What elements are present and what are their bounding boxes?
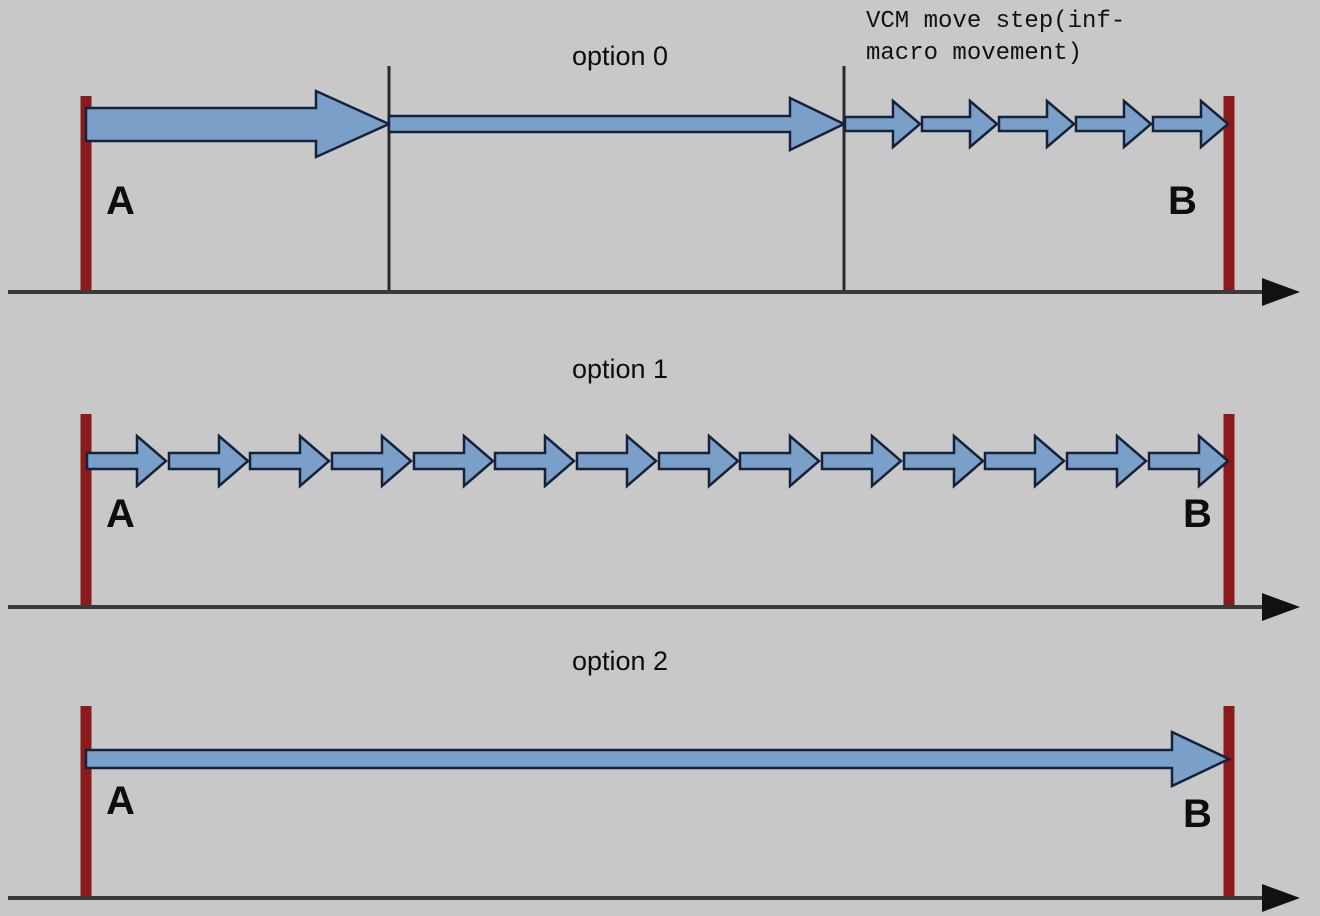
end-label-option-1: B xyxy=(1183,492,1212,536)
coarse-move-arrow xyxy=(84,89,393,159)
vcm-note-line-1: VCM move step(inf- xyxy=(866,8,1125,35)
option-1-step-arrow-7 xyxy=(575,433,658,489)
option-1-label: option 1 xyxy=(572,354,668,384)
vcm-step-arrow-2 xyxy=(920,98,999,150)
option-1-step-arrow-3 xyxy=(248,433,331,489)
option-1-step-arrow-8 xyxy=(657,433,740,489)
axis-arrowhead-option-1 xyxy=(1262,593,1300,621)
option-1-step-arrow-12 xyxy=(983,433,1066,489)
option-2-label: option 2 xyxy=(572,646,668,676)
option-1-step-arrow-9 xyxy=(738,433,821,489)
option-1-step-arrow-14 xyxy=(1147,433,1230,489)
row-option-0: VCM move step(inf- macro movement) optio… xyxy=(8,8,1300,306)
row-option-2: option 2 A B xyxy=(8,646,1300,912)
vcm-step-arrow-1 xyxy=(843,98,922,150)
start-label-option-1: A xyxy=(106,492,135,536)
option-1-step-arrow-4 xyxy=(330,433,413,489)
start-label-option-0: A xyxy=(106,179,135,223)
single-move-arrow xyxy=(84,730,1232,788)
vcm-step-arrow-5 xyxy=(1151,98,1230,150)
option-1-step-arrow-2 xyxy=(167,433,250,489)
vcm-step-arrow-3 xyxy=(997,98,1076,150)
option-1-step-arrow-6 xyxy=(493,433,576,489)
vcm-step-arrow-4 xyxy=(1074,98,1153,150)
option-1-step-arrow-13 xyxy=(1065,433,1148,489)
axis-arrowhead-option-2 xyxy=(1262,884,1300,912)
vcm-note-line-2: macro movement) xyxy=(866,40,1082,67)
medium-move-arrow xyxy=(387,96,847,152)
end-label-option-2: B xyxy=(1183,792,1212,836)
option-1-step-arrow-5 xyxy=(412,433,495,489)
start-label-option-2: A xyxy=(106,779,135,823)
axis-arrowhead-option-0 xyxy=(1262,278,1300,306)
row-option-1: option 1 A B xyxy=(8,354,1300,621)
option-0-label: option 0 xyxy=(572,41,668,71)
option-1-step-arrow-11 xyxy=(902,433,985,489)
option-1-step-arrow-1 xyxy=(85,433,168,489)
end-label-option-0: B xyxy=(1168,179,1197,223)
option-1-step-arrow-10 xyxy=(820,433,903,489)
